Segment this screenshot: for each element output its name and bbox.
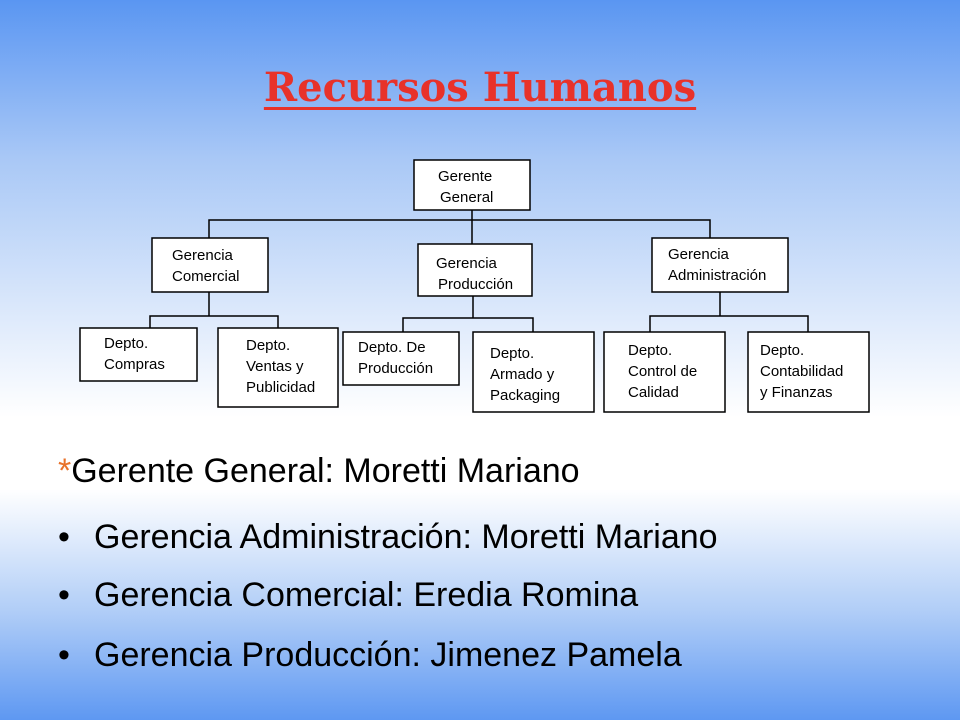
node-label: Depto. [760,342,804,359]
node-label: Gerente [438,168,492,185]
node-depto-produccion: Depto. De Producción [342,331,460,386]
node-label: Depto. De [358,339,426,356]
org-chart: Gerente General Gerencia Comercial Geren… [79,159,870,413]
connector [149,315,279,328]
list-item-text: Gerencia Comercial: Eredia Romina [94,576,639,614]
node-label: Control de [628,363,697,380]
node-label: Calidad [628,384,679,401]
connectors [149,210,809,332]
list-item: • Gerencia Administración: Moretti Marian… [58,520,718,554]
node-label: Armado y [490,366,555,383]
list-item-text: Gerente General: Moretti Mariano [71,452,580,490]
node-depto-compras: Depto. Compras [79,327,198,382]
node-label: y Finanzas [760,384,833,401]
node-label: Ventas y [246,358,304,375]
node-label: Depto. [246,337,290,354]
node-label: Compras [104,356,165,373]
node-label: Gerencia [668,246,730,263]
node-depto-calidad: Depto. Control de Calidad [603,331,726,413]
node-depto-contabilidad: Depto. Contabilidad y Finanzas [747,331,870,413]
connector [208,219,711,238]
connector [402,317,534,332]
node-label: Administración [668,267,766,284]
bullet-icon: • [58,576,70,614]
node-label: Depto. [104,335,148,352]
node-gerencia-produccion: Gerencia Producción [417,243,533,297]
list-item: • Gerencia Producción: Jimenez Pamela [58,638,682,672]
node-label: Producción [438,276,513,293]
bullet-icon: • [58,518,70,556]
node-depto-armado: Depto. Armado y Packaging [472,331,595,413]
node-label: Packaging [490,387,560,404]
list-item-text: Gerencia Administración: Moretti Mariano [94,518,718,556]
page-title: Recursos Humanos [263,64,697,111]
node-label: Depto. [490,345,534,362]
list-item: • Gerencia Comercial: Eredia Romina [58,578,638,612]
list-item-text: Gerencia Producción: Jimenez Pamela [94,636,682,674]
node-label: General [440,189,493,206]
node-label: Producción [358,360,433,377]
connector [649,315,809,332]
node-label: Gerencia [172,247,234,264]
node-gerente-general: Gerente General [413,159,531,211]
asterisk-marker: * [58,452,72,490]
bullet-icon: • [58,636,70,674]
node-label: Contabilidad [760,363,843,380]
list-item: *Gerente General: Moretti Mariano [58,454,580,488]
node-gerencia-administracion: Gerencia Administración [651,237,789,293]
node-label: Comercial [172,268,240,285]
node-label: Gerencia [436,255,498,272]
node-label: Publicidad [246,379,315,396]
node-depto-ventas: Depto. Ventas y Publicidad [217,327,339,408]
node-gerencia-comercial: Gerencia Comercial [151,237,269,293]
node-label: Depto. [628,342,672,359]
